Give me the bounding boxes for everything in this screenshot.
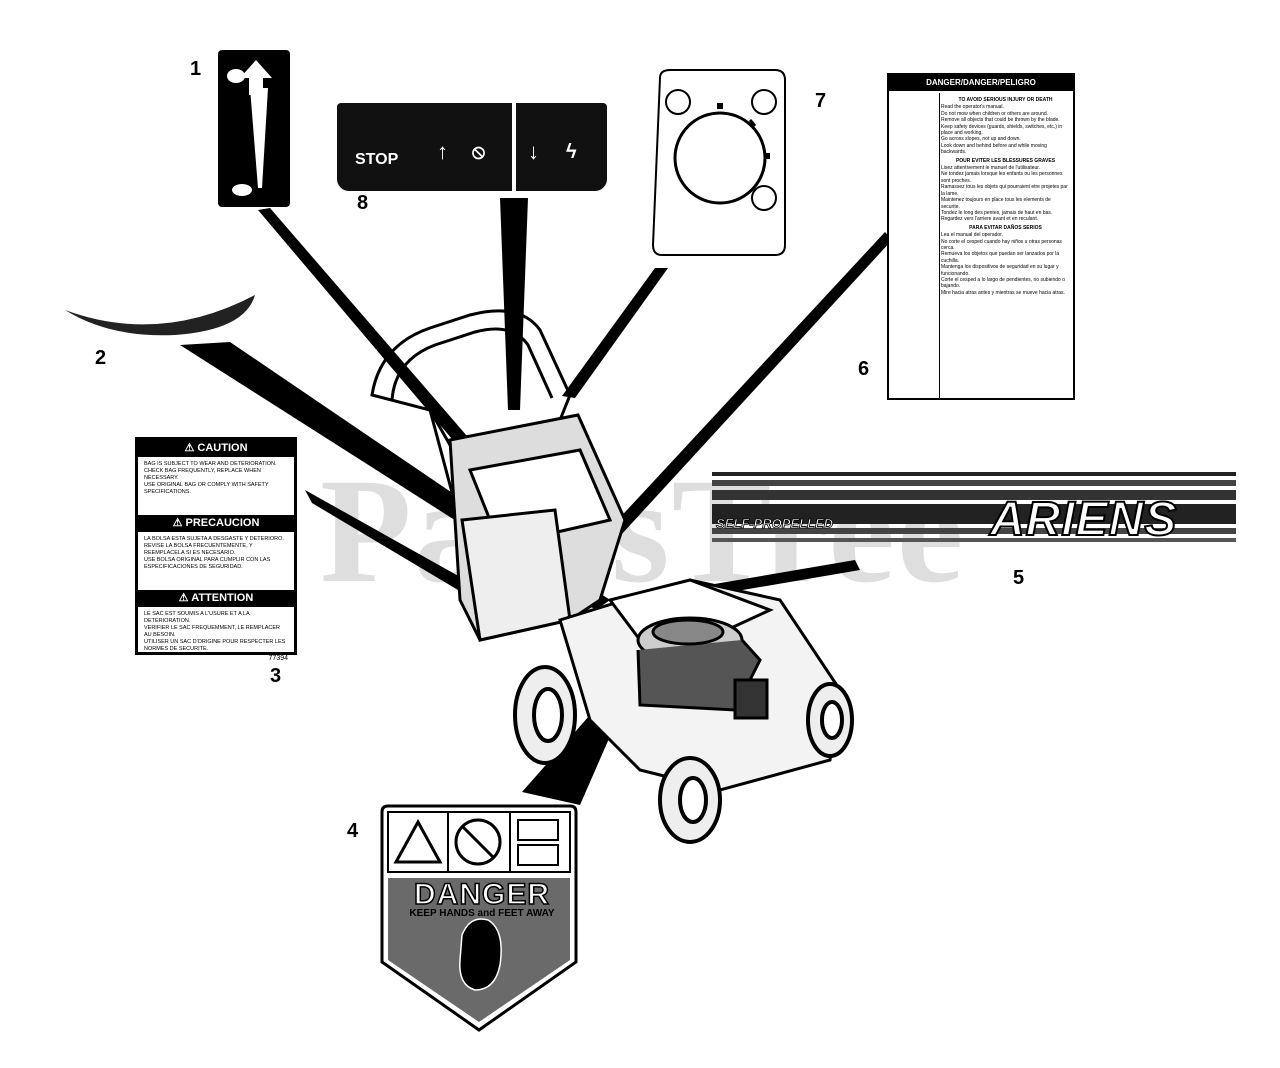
decal-3-text-english: BAG IS SUBJECT TO WEAR AND DETERIORATION… [138, 457, 294, 515]
pointer-line-3 [305, 490, 462, 590]
manual-icon [517, 819, 559, 841]
run-icon [751, 89, 777, 115]
decal-6-line: Do not mow when children or others are a… [941, 110, 1049, 117]
callout-2: 2 [95, 347, 107, 369]
off-icon: ⦸ [472, 141, 486, 163]
arrow-up-icon [240, 60, 272, 95]
decal-6-line: Mire hacia atras antes y mientras se mue… [941, 289, 1065, 296]
decal-3-caution-label: ⚠ CAUTION BAG IS SUBJECT TO WEAR AND DET… [135, 437, 297, 662]
decal-7-switch-plate [651, 69, 786, 256]
turtle-icon [232, 184, 252, 196]
pointer-line-6 [588, 232, 892, 560]
decal-5-subtitle: SELF-PROPELLED [716, 516, 834, 532]
decal-6-section-title: TO AVOID SERIOUS INJURY OR DEATH [958, 97, 1053, 103]
text-line: REVISE LA BOLSA FRECUENTEMENTE, Y REEMPL… [144, 543, 253, 556]
decal-4-subtitle: KEEP HANDS and FEET AWAY [409, 908, 555, 919]
decal-6-line: Ne tondez jamais lorsque les enfants ou … [941, 171, 1063, 184]
decal-6-section-title: PARA EVITAR DAÑOS SERIOS [969, 224, 1042, 231]
decal-6-line: Read the operator's manual. [941, 104, 1004, 111]
decal-2-stripe [65, 295, 255, 336]
text-line: USE BOLSA ORIGINAL PARA CUMPLIR CON LAS … [144, 557, 271, 570]
text-line: USE ORIGINAL BAG OR COMPLY WITH SAFETY S… [144, 482, 269, 495]
decal-1-throttle [218, 50, 290, 207]
decal-5-stripe [712, 472, 1236, 542]
decal-6-danger-label: DANGER/DANGER/PELIGRO TO AVOID SERIOUS I… [887, 73, 1075, 400]
decal-8-left-panel: STOP ↑ ⦸ [337, 103, 512, 191]
decal-6-line: Go across slopes, not up and down. [941, 136, 1021, 143]
callout-3: 3 [270, 665, 282, 687]
text-line: LE SAC EST SOUMIS A L'USURE ET A LA DETE… [144, 611, 250, 624]
wheels [513, 665, 854, 844]
decal-6-line: Keep safety devices (guards, shields, sw… [941, 123, 1063, 137]
decal-3-text-french: LE SAC EST SOUMIS A L'USURE ET A LA DETE… [138, 607, 294, 655]
run-icon: ϟ [566, 141, 577, 163]
grass-bag [448, 413, 627, 642]
pointer-line-7 [562, 268, 668, 398]
decal-6-line: Remove all objects that could be thrown … [941, 117, 1060, 124]
decal-6-line: Regardez vers l'arriere avant et en recu… [941, 216, 1039, 223]
callout-1: 1 [190, 58, 202, 80]
decal-6-line: Lea el manual del operador. [941, 232, 1003, 239]
off-icon [665, 89, 691, 115]
decal-6-header: DANGER/DANGER/PELIGRO [889, 75, 1073, 91]
decal-6-text: TO AVOID SERIOUS INJURY OR DEATH Read th… [941, 95, 1070, 395]
rabbit-icon [227, 69, 245, 83]
decal-3-header-precaucion: ⚠ PRECAUCION [138, 515, 294, 532]
decal-3-header-caution: ⚠ CAUTION [138, 440, 294, 457]
callout-7: 7 [815, 90, 827, 112]
decal-6-line: Tondez le long des pentes, jamais de hau… [941, 209, 1053, 216]
callout-4: 4 [347, 820, 359, 842]
decal-5-brand: ARIENS [989, 492, 1178, 547]
arrow-up-icon: ↑ [437, 139, 448, 164]
decal-6-line: Look down and behind before and while mo… [941, 142, 1047, 156]
start-icon [751, 185, 777, 211]
decal-3-header-attention: ⚠ ATTENTION [138, 590, 294, 607]
decal-6-line: Mantenga los dispositivos de seguridad e… [941, 264, 1059, 277]
pointer-line-8 [500, 198, 528, 410]
hand-icon [459, 918, 502, 991]
decal-8-control-label: STOP ↑ ⦸ ↓ ϟ [337, 103, 607, 191]
decal-8-right-panel: ↓ ϟ [516, 103, 607, 191]
decal-3-part-number: 77394 [268, 655, 288, 662]
engine [636, 616, 769, 720]
decal-6-section-title: POUR EVITER LES BLESSURES GRAVES [955, 157, 1056, 164]
callout-6: 6 [858, 358, 870, 380]
decal-4-shield [380, 804, 578, 1032]
text-line: CHECK BAG FREQUENTLY, REPLACE WHEN NECES… [144, 468, 261, 481]
stop-label: STOP [355, 151, 399, 168]
text-line: VERIFIER LE SAC FREQUEMMENT, LE REMPLACE… [144, 625, 280, 638]
text-line: LA BOLSA ESTA SUJETA A DESGASTE Y DETERI… [144, 536, 284, 542]
decal-6-line: Corte el cesped a lo largo de pendientes… [941, 276, 1065, 290]
decal-6-line: Lisez attentivement le manuel de l'utili… [941, 165, 1041, 172]
decal-6-icon-column [889, 93, 940, 398]
decal-6-line: Ramassez tous les objets qui pourraient … [941, 184, 1068, 197]
callout-8: 8 [357, 192, 369, 214]
decal-4-title: DANGER [413, 877, 550, 912]
arrow-down-icon: ↓ [528, 139, 539, 164]
callout-5: 5 [1013, 567, 1025, 589]
warning-triangle-icon [393, 818, 443, 864]
decal-6-line: Remueva los objetos que puedan ser lanza… [941, 251, 1060, 264]
text-line: BAG IS SUBJECT TO WEAR AND DETERIORATION… [144, 461, 277, 467]
decal-3-text-spanish: LA BOLSA ESTA SUJETA A DESGASTE Y DETERI… [138, 532, 294, 590]
text-line: UTILISER UN SAC D'ORIGINE POUR RESPECTER… [144, 639, 286, 652]
decal-6-line: No corte el cesped cuando hay niños u ot… [941, 238, 1062, 251]
decal-6-line: Maintenez toujours en place tous les ele… [941, 197, 1051, 210]
